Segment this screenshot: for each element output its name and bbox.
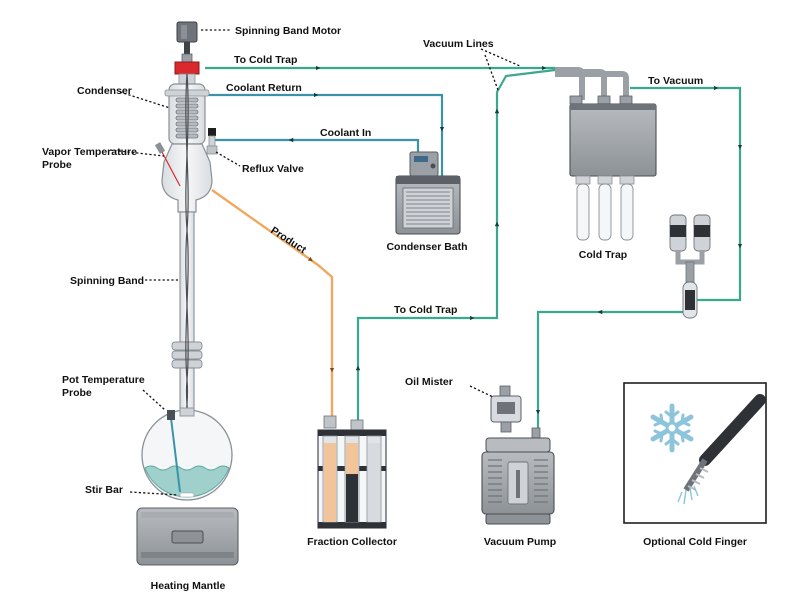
vapor-temperature-probe-label-1: Vapor Temperature — [42, 146, 137, 158]
column-joints — [171, 341, 203, 369]
spinning-band — [185, 73, 189, 421]
product-label: Product — [268, 224, 308, 256]
pot-temperature-probe — [167, 410, 181, 493]
to-vacuum-label: To Vacuum — [648, 75, 703, 87]
reflux-valve-label: Reflux Valve — [242, 163, 304, 175]
vacuum-gauge-assembly — [669, 214, 711, 319]
spinning-band-motor-label: Spinning Band Motor — [235, 25, 341, 37]
cold-trap — [555, 67, 657, 241]
boiling-flask — [141, 407, 233, 501]
to-cold-trap-top-label: To Cold Trap — [234, 54, 297, 66]
leader-lines — [109, 29, 521, 496]
labels: Spinning Band Motor Condenser Vapor Temp… — [42, 25, 747, 592]
condenser-bath — [395, 151, 461, 235]
optional-cold-finger-label: Optional Cold Finger — [643, 536, 747, 548]
oil-mister — [490, 385, 522, 433]
to-cold-trap-mid-label: To Cold Trap — [394, 304, 457, 316]
stir-bar — [179, 492, 195, 498]
reflux-valve — [206, 128, 218, 155]
vacuum-lines — [205, 66, 742, 432]
fraction-collector — [317, 415, 387, 529]
condenser-bath-label: Condenser Bath — [386, 241, 467, 253]
cold-trap-label: Cold Trap — [579, 249, 627, 261]
snowflake-icon — [650, 403, 694, 453]
pot-temperature-probe-label-1: Pot Temperature — [62, 374, 145, 386]
coolant-return-label: Coolant Return — [226, 82, 302, 94]
oil-mister-label: Oil Mister — [405, 376, 453, 388]
vapor-temperature-probe-label-2: Probe — [42, 159, 72, 171]
vapor-temperature-probe — [154, 142, 181, 187]
vacuum-lines-label: Vacuum Lines — [423, 38, 494, 50]
column-body — [161, 143, 213, 413]
coolant-in-label: Coolant In — [320, 127, 371, 139]
optional-cold-finger-panel — [623, 382, 767, 524]
fraction-collector-label: Fraction Collector — [307, 536, 397, 548]
heating-mantle-label: Heating Mantle — [151, 580, 226, 592]
condenser-glass — [164, 83, 210, 145]
cold-finger-probe — [677, 394, 766, 505]
vacuum-pump — [481, 385, 555, 525]
condenser-coil — [175, 97, 199, 139]
vacuum-pump-label: Vacuum Pump — [484, 536, 556, 548]
product-line — [211, 189, 335, 418]
heating-mantle — [136, 507, 239, 566]
condenser-label: Condenser — [77, 85, 132, 97]
spinning-band-motor — [176, 21, 198, 63]
stir-bar-label: Stir Bar — [85, 484, 123, 496]
pot-temperature-probe-label-2: Probe — [62, 387, 92, 399]
spinning-band-label: Spinning Band — [70, 275, 144, 287]
